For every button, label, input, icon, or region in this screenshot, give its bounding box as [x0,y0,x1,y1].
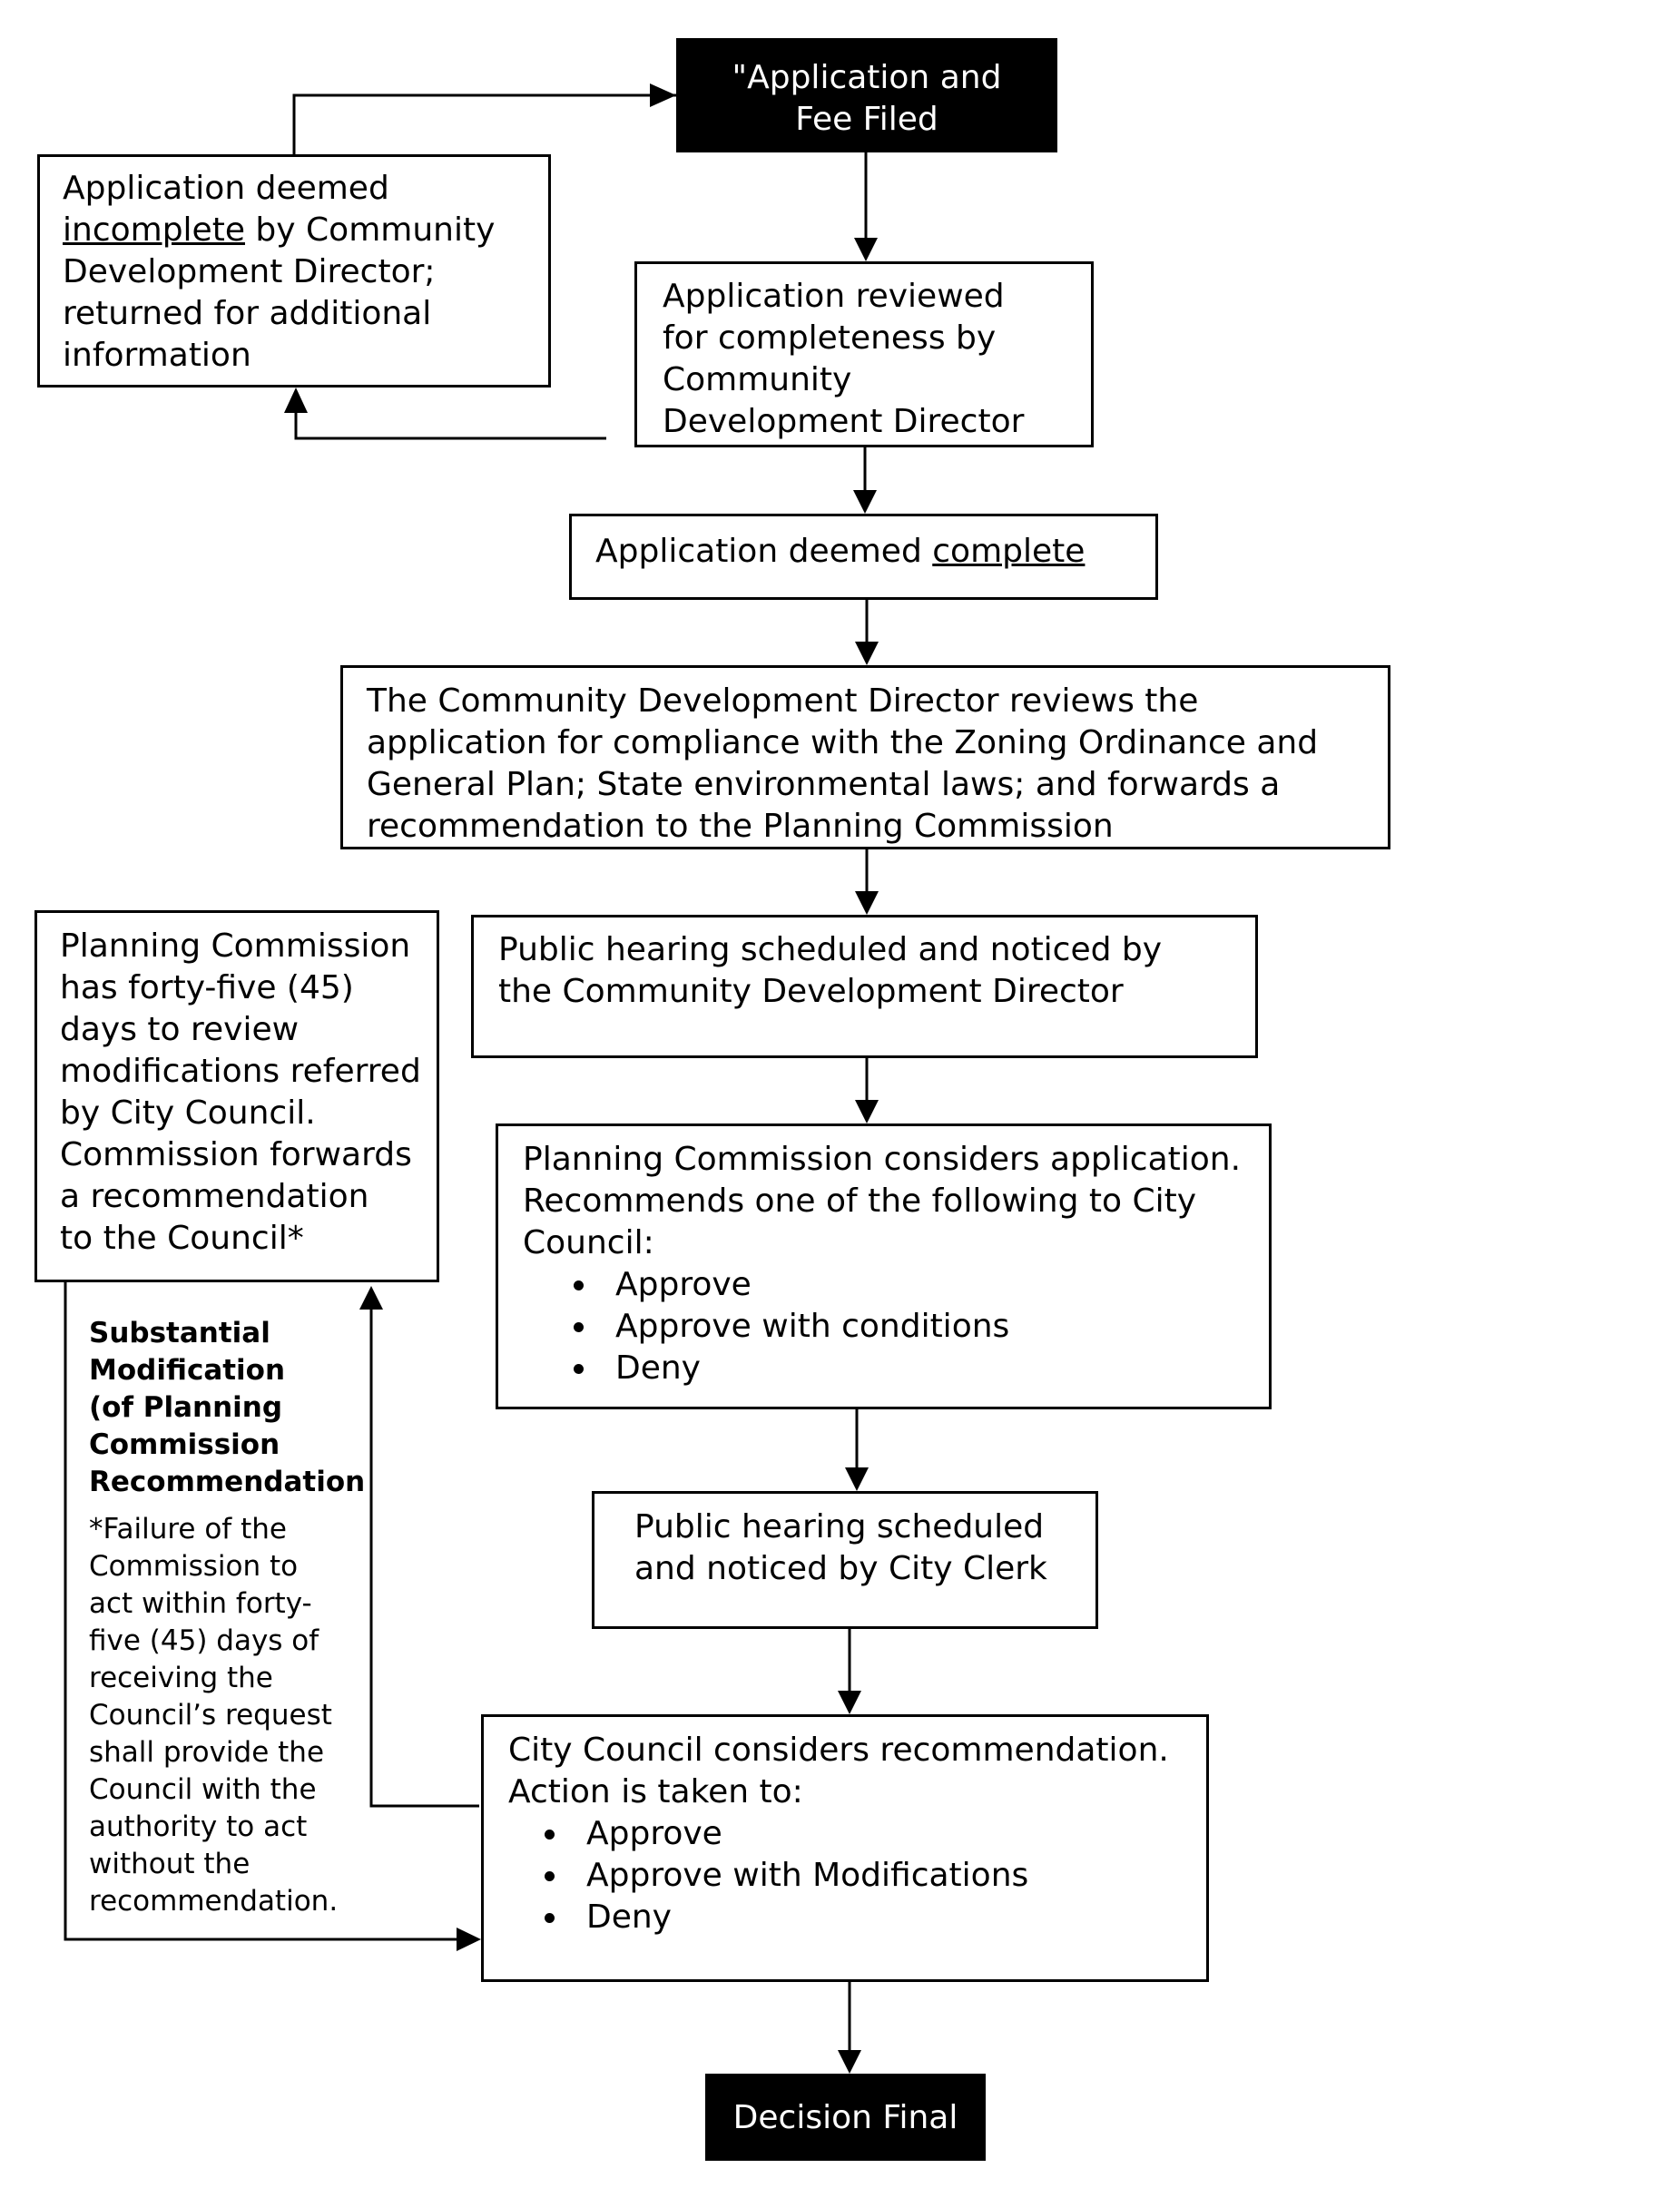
director-reviews-box: The Community Development Director revie… [340,665,1390,849]
box-text-line: recommendation to the Planning Commissio… [367,808,1114,845]
box-text-line: Commission forwards [60,1136,412,1173]
substantial-modification-label: Substantial Modification (of Planning Co… [89,1315,365,1501]
box-text-line: days to review [60,1011,300,1048]
incomplete-emphasis: incomplete [63,211,245,249]
note-line: Council with the [89,1773,317,1806]
application-complete-box: Application deemed complete [569,514,1158,600]
note-line: act within forty- [89,1587,312,1620]
note-line: Commission to [89,1550,299,1583]
note-line: five (45) days of [89,1624,319,1657]
box-text-line: a recommendation [60,1178,369,1215]
label-line: Substantial [89,1317,270,1349]
decision-final-box: Decision Final [705,2074,986,2161]
box-text-line: Public hearing scheduled and noticed by [498,931,1163,968]
box-text-line: for completeness by [663,319,997,357]
note-line: shall provide the [89,1736,325,1769]
note-line: receiving the [89,1662,273,1694]
box-text-line: to the Council* [60,1220,304,1257]
council-considers-box: City Council considers recommendation. A… [481,1714,1209,1982]
box-text-line: Application deemed complete [595,531,1155,573]
note-line: authority to act [89,1810,308,1843]
box-text-line: information [63,337,251,374]
note-line: *Failure of the [89,1513,287,1545]
box-text-line: by City Council. [60,1094,316,1132]
box-text-line: Planning Commission considers applicatio… [523,1141,1242,1178]
box-text-line: modifications referred [60,1053,421,1090]
box-text-line: Action is taken to: [508,1773,803,1810]
arrow-incomplete-to-filed [292,93,676,154]
box-text-line: City Council considers recommendation. [508,1732,1169,1769]
box-text-line: Development Director [663,403,1025,440]
note-line: recommendation. [89,1885,339,1918]
list-item: Approve [599,1264,1269,1306]
box-text-line: and noticed by City Clerk [634,1550,1047,1587]
pc-review-modifications-box: Planning Commission has forty-five (45) … [34,910,439,1282]
box-text-line: Fee Filed [795,101,938,138]
application-reviewed-box: Application reviewed for completeness by… [634,261,1094,447]
box-text-line: Application reviewed [663,278,1005,315]
box-text-line: Planning Commission [60,927,411,965]
box-text-line: Council: [523,1224,654,1261]
failure-footnote: *Failure of the Commission to act within… [89,1511,338,1920]
box-text-line: General Plan; State environmental laws; … [367,766,1281,803]
arrow-council-to-pc-review [369,1307,479,1808]
application-incomplete-box: Application deemed incomplete by Communi… [37,154,551,388]
complete-emphasis: complete [932,533,1086,570]
list-item: Deny [570,1897,1206,1938]
box-text-line: application for compliance with the Zoni… [367,724,1319,761]
list-item: Approve [570,1813,1206,1855]
hearing-clerk-box: Public hearing scheduled and noticed by … [592,1491,1098,1629]
box-text-line: Application deemed [63,170,389,207]
list-item: Approve with conditions [599,1306,1269,1348]
council-options-list: Approve Approve with Modifications Deny [508,1813,1206,1938]
box-text-line: "Application and [732,59,1002,96]
box-text-line: returned for additional [63,295,432,332]
pc-considers-box: Planning Commission considers applicatio… [496,1123,1272,1409]
box-text-line: Decision Final [732,2099,958,2136]
list-item: Deny [599,1348,1269,1389]
box-text-line: has forty-five (45) [60,969,354,1006]
box-text-line: Community [663,361,852,398]
box-text-line: incomplete by Community [63,210,548,251]
box-text-fragment: Application deemed [595,533,933,570]
box-text-line: The Community Development Director revie… [367,682,1199,720]
hearing-director-box: Public hearing scheduled and noticed by … [471,915,1258,1058]
label-line: Commission [89,1428,280,1461]
list-item: Approve with Modifications [570,1855,1206,1897]
box-text-fragment: by Community [244,211,496,249]
note-line: without the [89,1848,251,1880]
box-text-line: Development Director; [63,253,436,290]
box-text-line: Public hearing scheduled [634,1508,1045,1545]
label-line: (of Planning [89,1391,283,1424]
application-filed-box: "Application and Fee Filed [676,38,1057,152]
note-line: Council’s request [89,1699,332,1732]
box-text-line: Recommends one of the following to City [523,1182,1197,1220]
arrow-reviewed-to-incomplete [294,410,606,440]
label-line: Recommendation [89,1466,366,1498]
box-text-line: the Community Development Director [498,973,1124,1010]
pc-options-list: Approve Approve with conditions Deny [523,1264,1269,1389]
label-line: Modification [89,1354,286,1387]
arrow-pc-review-to-council [64,1282,459,1941]
